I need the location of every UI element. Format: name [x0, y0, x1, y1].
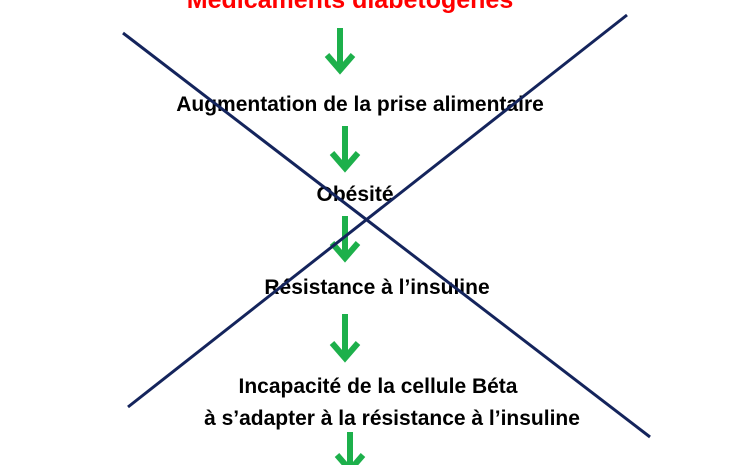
step-food-intake: Augmentation de la prise alimentaire	[176, 93, 544, 116]
step-beta-cell-line1: Incapacité de la cellule Béta	[238, 375, 518, 398]
cross-line	[127, 13, 628, 409]
down-arrow-icon	[324, 28, 356, 75]
step-obesity: Obésité	[316, 183, 394, 206]
down-arrow-icon	[329, 126, 361, 173]
cross-line	[122, 31, 651, 439]
down-arrow-icon	[329, 314, 361, 363]
step-insulin-resistance: Résistance à l’insuline	[264, 276, 490, 299]
title-text: Médicaments diabétogènes	[186, 0, 514, 14]
down-arrow-icon	[334, 432, 366, 465]
step-beta-cell-line2: à s’adapter à la résistance à l’insuline	[204, 407, 580, 430]
